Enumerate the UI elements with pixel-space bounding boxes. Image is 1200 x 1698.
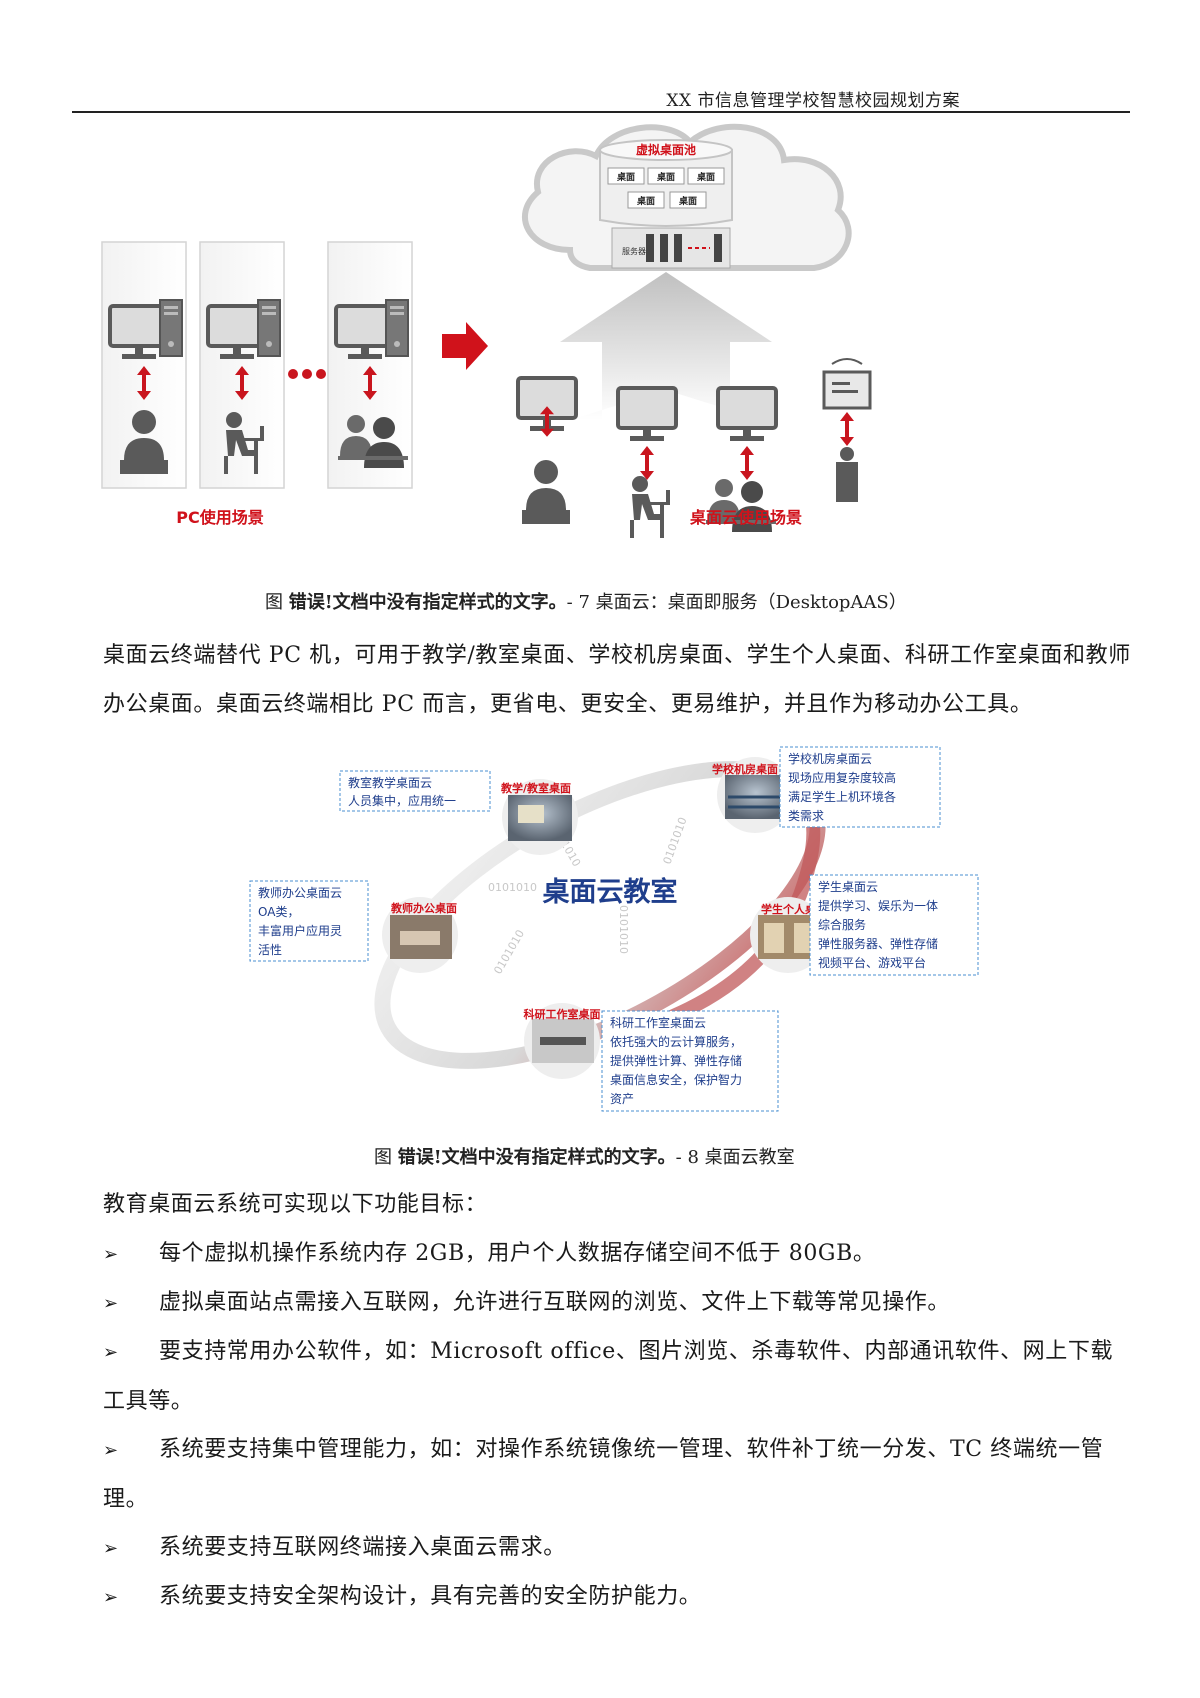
caption-suffix: - 8 桌面云教室 <box>675 1147 795 1168</box>
info-line: 现场应用复杂度较高 <box>788 770 896 785</box>
cloud-user-4-kiosk <box>822 358 872 502</box>
arrow-bullet-icon: ➢ <box>103 1440 119 1461</box>
node-label: 教师办公桌面 <box>390 901 457 915</box>
info-line: 综合服务 <box>818 917 866 932</box>
arrow-bullet-icon: ➢ <box>103 1342 119 1363</box>
desk-label: 桌面 <box>637 195 655 207</box>
node-student: 学生个人桌面 <box>750 897 827 973</box>
page-header-title: XX 市信息管理学校智慧校园规划方案 <box>666 91 960 111</box>
info-line: 依托强大的云计算服务， <box>610 1034 742 1049</box>
bullet-item: ➢系统要支持互联网终端接入桌面云需求。 <box>103 1523 1133 1573</box>
up-arrow-shape <box>560 272 772 420</box>
info-line: 丰富用户应用灵 <box>258 923 342 938</box>
info-line: OA类， <box>258 905 299 919</box>
node-label: 学校机房桌面 <box>712 762 778 776</box>
caption-suffix: - 7 桌面云：桌面即服务（DesktopAAS） <box>566 592 907 613</box>
bullet-item: ➢系统要支持安全架构设计，具有完善的安全防护能力。 <box>103 1572 1133 1622</box>
intro-text: 教育桌面云系统可实现以下功能目标： <box>103 1192 488 1217</box>
server-label: 服务器 <box>622 246 646 256</box>
info-line: 类需求 <box>788 809 824 823</box>
info-box-lab: 学校机房桌面云 现场应用复杂度较高 满足学生上机环境各 类需求 <box>779 746 941 828</box>
figure-desktop-cloud-classroom: 0101010 0101010 0101010 0101010 0101010 … <box>249 746 979 1112</box>
pc-scene-panels <box>101 241 413 489</box>
cloud-scene-label: 桌面云使用场景 <box>690 508 802 527</box>
arrow-bullet-icon: ➢ <box>103 1587 119 1608</box>
desk-label: 桌面 <box>657 171 675 183</box>
info-line: 活性 <box>258 943 282 957</box>
info-line: 视频平台、游戏平台 <box>818 955 926 970</box>
arrow-bullet-icon: ➢ <box>103 1538 119 1559</box>
desk-label: 桌面 <box>697 171 715 183</box>
cloud-user-1 <box>516 376 578 524</box>
figure7-caption: 图 错误!文档中没有指定样式的文字。- 7 桌面云：桌面即服务（DesktopA… <box>265 588 907 614</box>
info-line: 科研工作室桌面云 <box>610 1015 706 1030</box>
paragraph-desktop-cloud: 桌面云终端替代 PC 机，可用于教学/教室桌面、学校机房桌面、学生个人桌面、科研… <box>103 643 1131 717</box>
bullet-item: ➢要支持常用办公软件，如：Microsoft office、图片浏览、杀毒软件、… <box>103 1327 1133 1426</box>
binary-text: 0101010 <box>488 881 537 894</box>
binary-text: 0101010 <box>617 905 630 954</box>
node-label: 教学/教室桌面 <box>500 781 571 795</box>
bullet-item: ➢系统要支持集中管理能力，如：对操作系统镜像统一管理、软件补丁统一分发、TC 终… <box>103 1425 1133 1524</box>
right-arrow-icon <box>442 322 488 370</box>
desk-label: 桌面 <box>679 195 697 207</box>
bullet-item: ➢每个虚拟机操作系统内存 2GB，用户个人数据存储空间不低于 80GB。 <box>103 1229 1133 1279</box>
binary-text: 0101010 <box>491 928 527 977</box>
info-line: 学校机房桌面云 <box>788 751 872 766</box>
node-lab: 学校机房桌面 <box>712 757 793 833</box>
info-box-student: 学生桌面云 提供学习、娱乐为一体 综合服务 弹性服务器、弹性存储 视频平台、游戏… <box>809 874 979 976</box>
figure-desktop-cloud-service: 虚拟桌面池 桌面 桌面 桌面 桌面 桌面 服务器 <box>101 123 872 538</box>
info-box-research: 科研工作室桌面云 依托强大的云计算服务， 提供弹性计算、弹性存储 桌面信息安全，… <box>601 1010 779 1112</box>
info-line: 资产 <box>610 1092 634 1106</box>
node-office: 教师办公桌面 <box>382 897 458 973</box>
virtual-desktop-pool: 虚拟桌面池 桌面 桌面 桌面 桌面 桌面 <box>599 139 733 227</box>
info-line: 弹性服务器、弹性存储 <box>818 936 938 951</box>
caption-prefix: 图 <box>265 592 289 613</box>
desk-label: 桌面 <box>617 171 635 183</box>
caption-prefix: 图 <box>374 1147 398 1168</box>
caption-error: 错误!文档中没有指定样式的文字。 <box>397 1147 676 1168</box>
info-line: 教室教学桌面云 <box>348 775 432 790</box>
info-box-teach: 教室教学桌面云 人员集中，应用统一 <box>339 770 491 812</box>
info-line: 教师办公桌面云 <box>258 885 342 900</box>
arrow-bullet-icon: ➢ <box>103 1244 119 1265</box>
info-line: 桌面信息安全，保护智力 <box>610 1072 742 1087</box>
info-line: 提供学习、娱乐为一体 <box>818 898 938 913</box>
center-title: 桌面云教室 <box>543 876 678 908</box>
node-teach: 教学/教室桌面 <box>500 779 578 855</box>
info-line: 学生桌面云 <box>818 879 878 894</box>
info-line: 提供弹性计算、弹性存储 <box>610 1053 742 1068</box>
pc-scene-label: PC使用场景 <box>176 508 263 527</box>
figure8-caption: 图 错误!文档中没有指定样式的文字。- 8 桌面云教室 <box>374 1143 795 1169</box>
cloud-user-2 <box>616 386 678 538</box>
pool-title: 虚拟桌面池 <box>636 142 696 157</box>
binary-text: 0101010 <box>661 816 690 866</box>
caption-error: 错误!文档中没有指定样式的文字。 <box>288 592 567 613</box>
ellipsis-dots-icon <box>288 369 326 379</box>
info-line: 人员集中，应用统一 <box>348 793 456 808</box>
server-rack-icon: 服务器 <box>611 227 731 269</box>
node-research: 科研工作室桌面 <box>524 1003 601 1079</box>
node-label: 科研工作室桌面 <box>524 1007 601 1021</box>
info-box-office: 教师办公桌面云 OA类， 丰富用户应用灵 活性 <box>249 880 369 962</box>
header-rule <box>72 111 1130 113</box>
bullet-item: ➢虚拟桌面站点需接入互联网，允许进行互联网的浏览、文件上下载等常见操作。 <box>103 1278 1133 1328</box>
arrow-bullet-icon: ➢ <box>103 1293 119 1314</box>
info-line: 满足学生上机环境各 <box>788 789 896 804</box>
